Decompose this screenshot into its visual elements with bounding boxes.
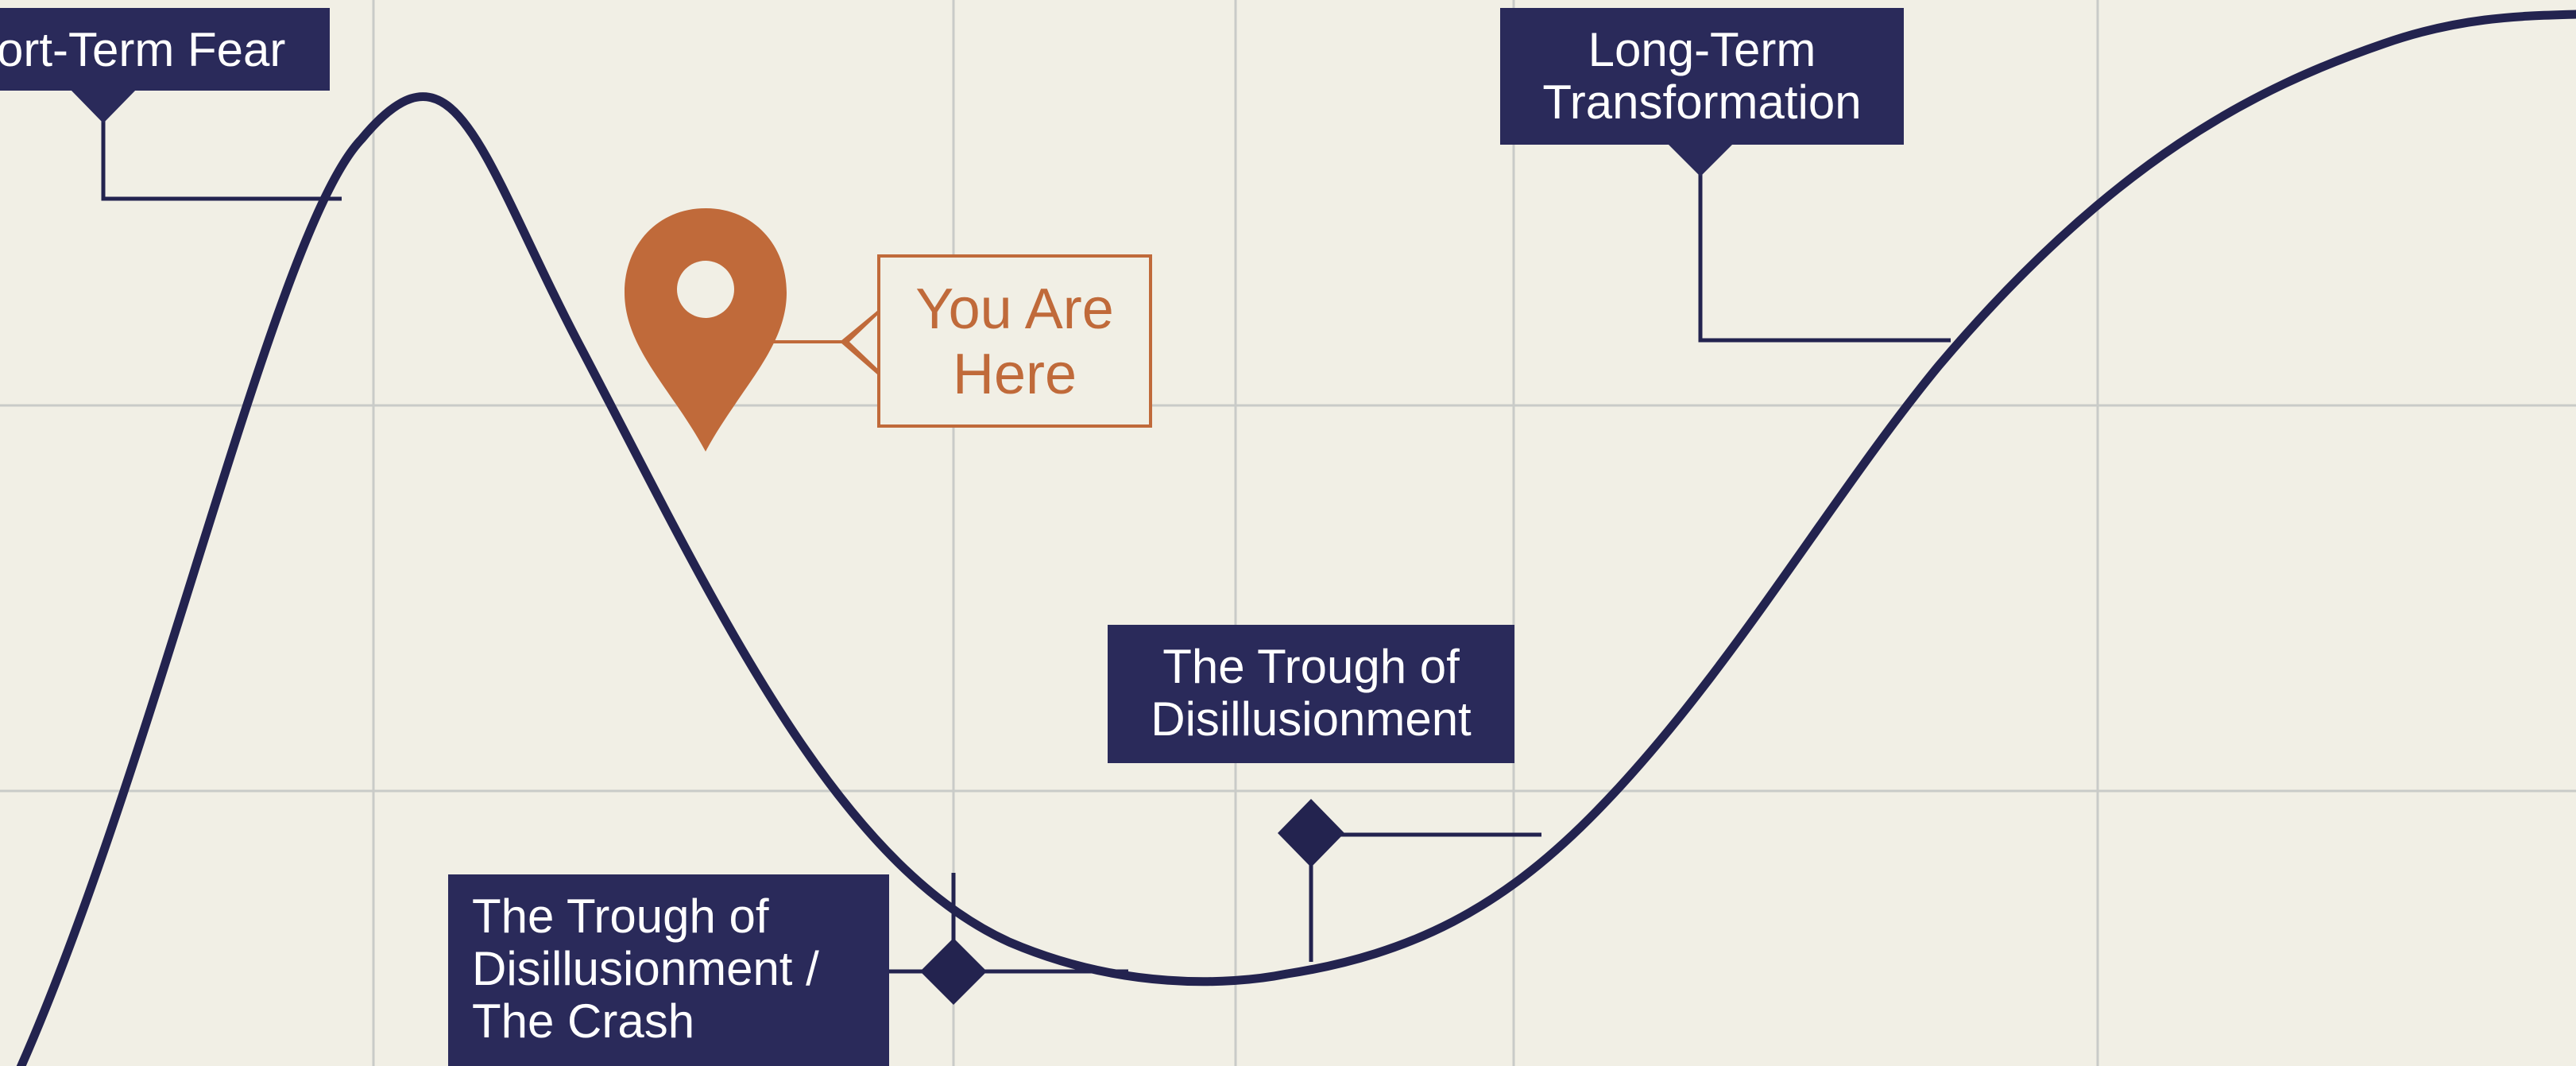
long-term-transformation-label: Long-Term Transformation: [1500, 8, 1904, 145]
label-line: Here: [952, 343, 1077, 406]
label-line: The Crash: [472, 994, 695, 1048]
hype-cycle-curve: [16, 10, 2576, 1066]
label-line: Long-Term: [1588, 23, 1816, 76]
callout-tail: [847, 308, 880, 375]
you-are-here-callout: You Are Here: [877, 254, 1152, 428]
label-line: The Trough of: [1162, 640, 1460, 693]
long-term-label-pointer: [1667, 143, 1734, 176]
label-line: Transformation: [1542, 76, 1862, 129]
fear-label-pointer: [70, 89, 137, 123]
label-line: You Are: [915, 277, 1114, 341]
map-pin-icon: [625, 208, 787, 452]
leader-lines: [101, 119, 1951, 974]
label-line: The Trough of: [472, 890, 769, 943]
label-line: ort-Term Fear: [0, 23, 286, 76]
label-line: Disillusionment /: [472, 942, 819, 995]
short-term-fear-label: ort-Term Fear: [0, 8, 330, 91]
label-line: Disillusionment: [1151, 692, 1472, 746]
the-crash-label: The Trough of Disillusionment / The Cras…: [448, 874, 889, 1066]
diamond-icon: [920, 938, 987, 1005]
trough-of-disillusionment-label: The Trough of Disillusionment: [1108, 625, 1514, 763]
diamond-icon: [1278, 799, 1344, 867]
